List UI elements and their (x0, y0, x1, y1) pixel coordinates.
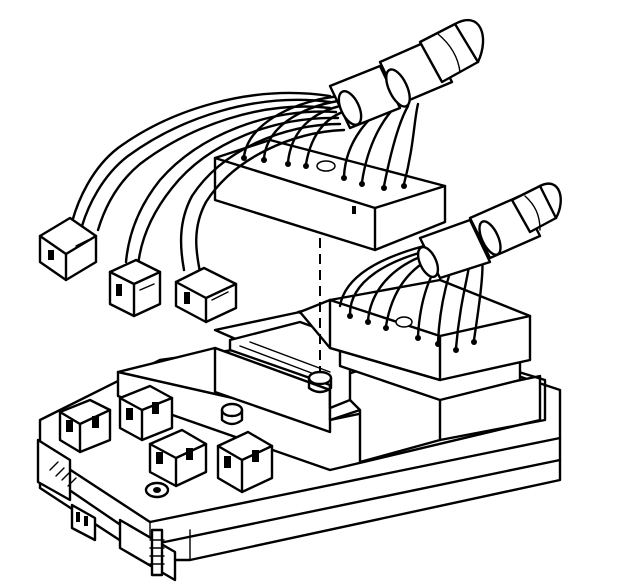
wire-harness-upper (242, 18, 485, 188)
pigtail-connector-3 (174, 266, 238, 324)
mounting-stud (144, 481, 170, 577)
lower-harness-connector (298, 278, 532, 382)
cable-tie (337, 90, 363, 126)
pigtail-connector-2 (108, 258, 162, 318)
cable-tie (385, 68, 411, 108)
relay-socket-4 (216, 430, 274, 494)
cable-tie (416, 245, 440, 279)
pigtail-wires (70, 91, 346, 274)
relay-socket-3 (148, 428, 208, 488)
upper-connector-pins (241, 155, 407, 191)
relay-socket-1 (58, 398, 112, 454)
relay-socket-2 (118, 384, 174, 442)
cable-tie (478, 220, 502, 256)
center-post (307, 370, 333, 386)
wire-harness-lower (338, 182, 562, 350)
lower-connector-pins (347, 313, 477, 353)
pigtail-connector-1 (38, 216, 98, 282)
